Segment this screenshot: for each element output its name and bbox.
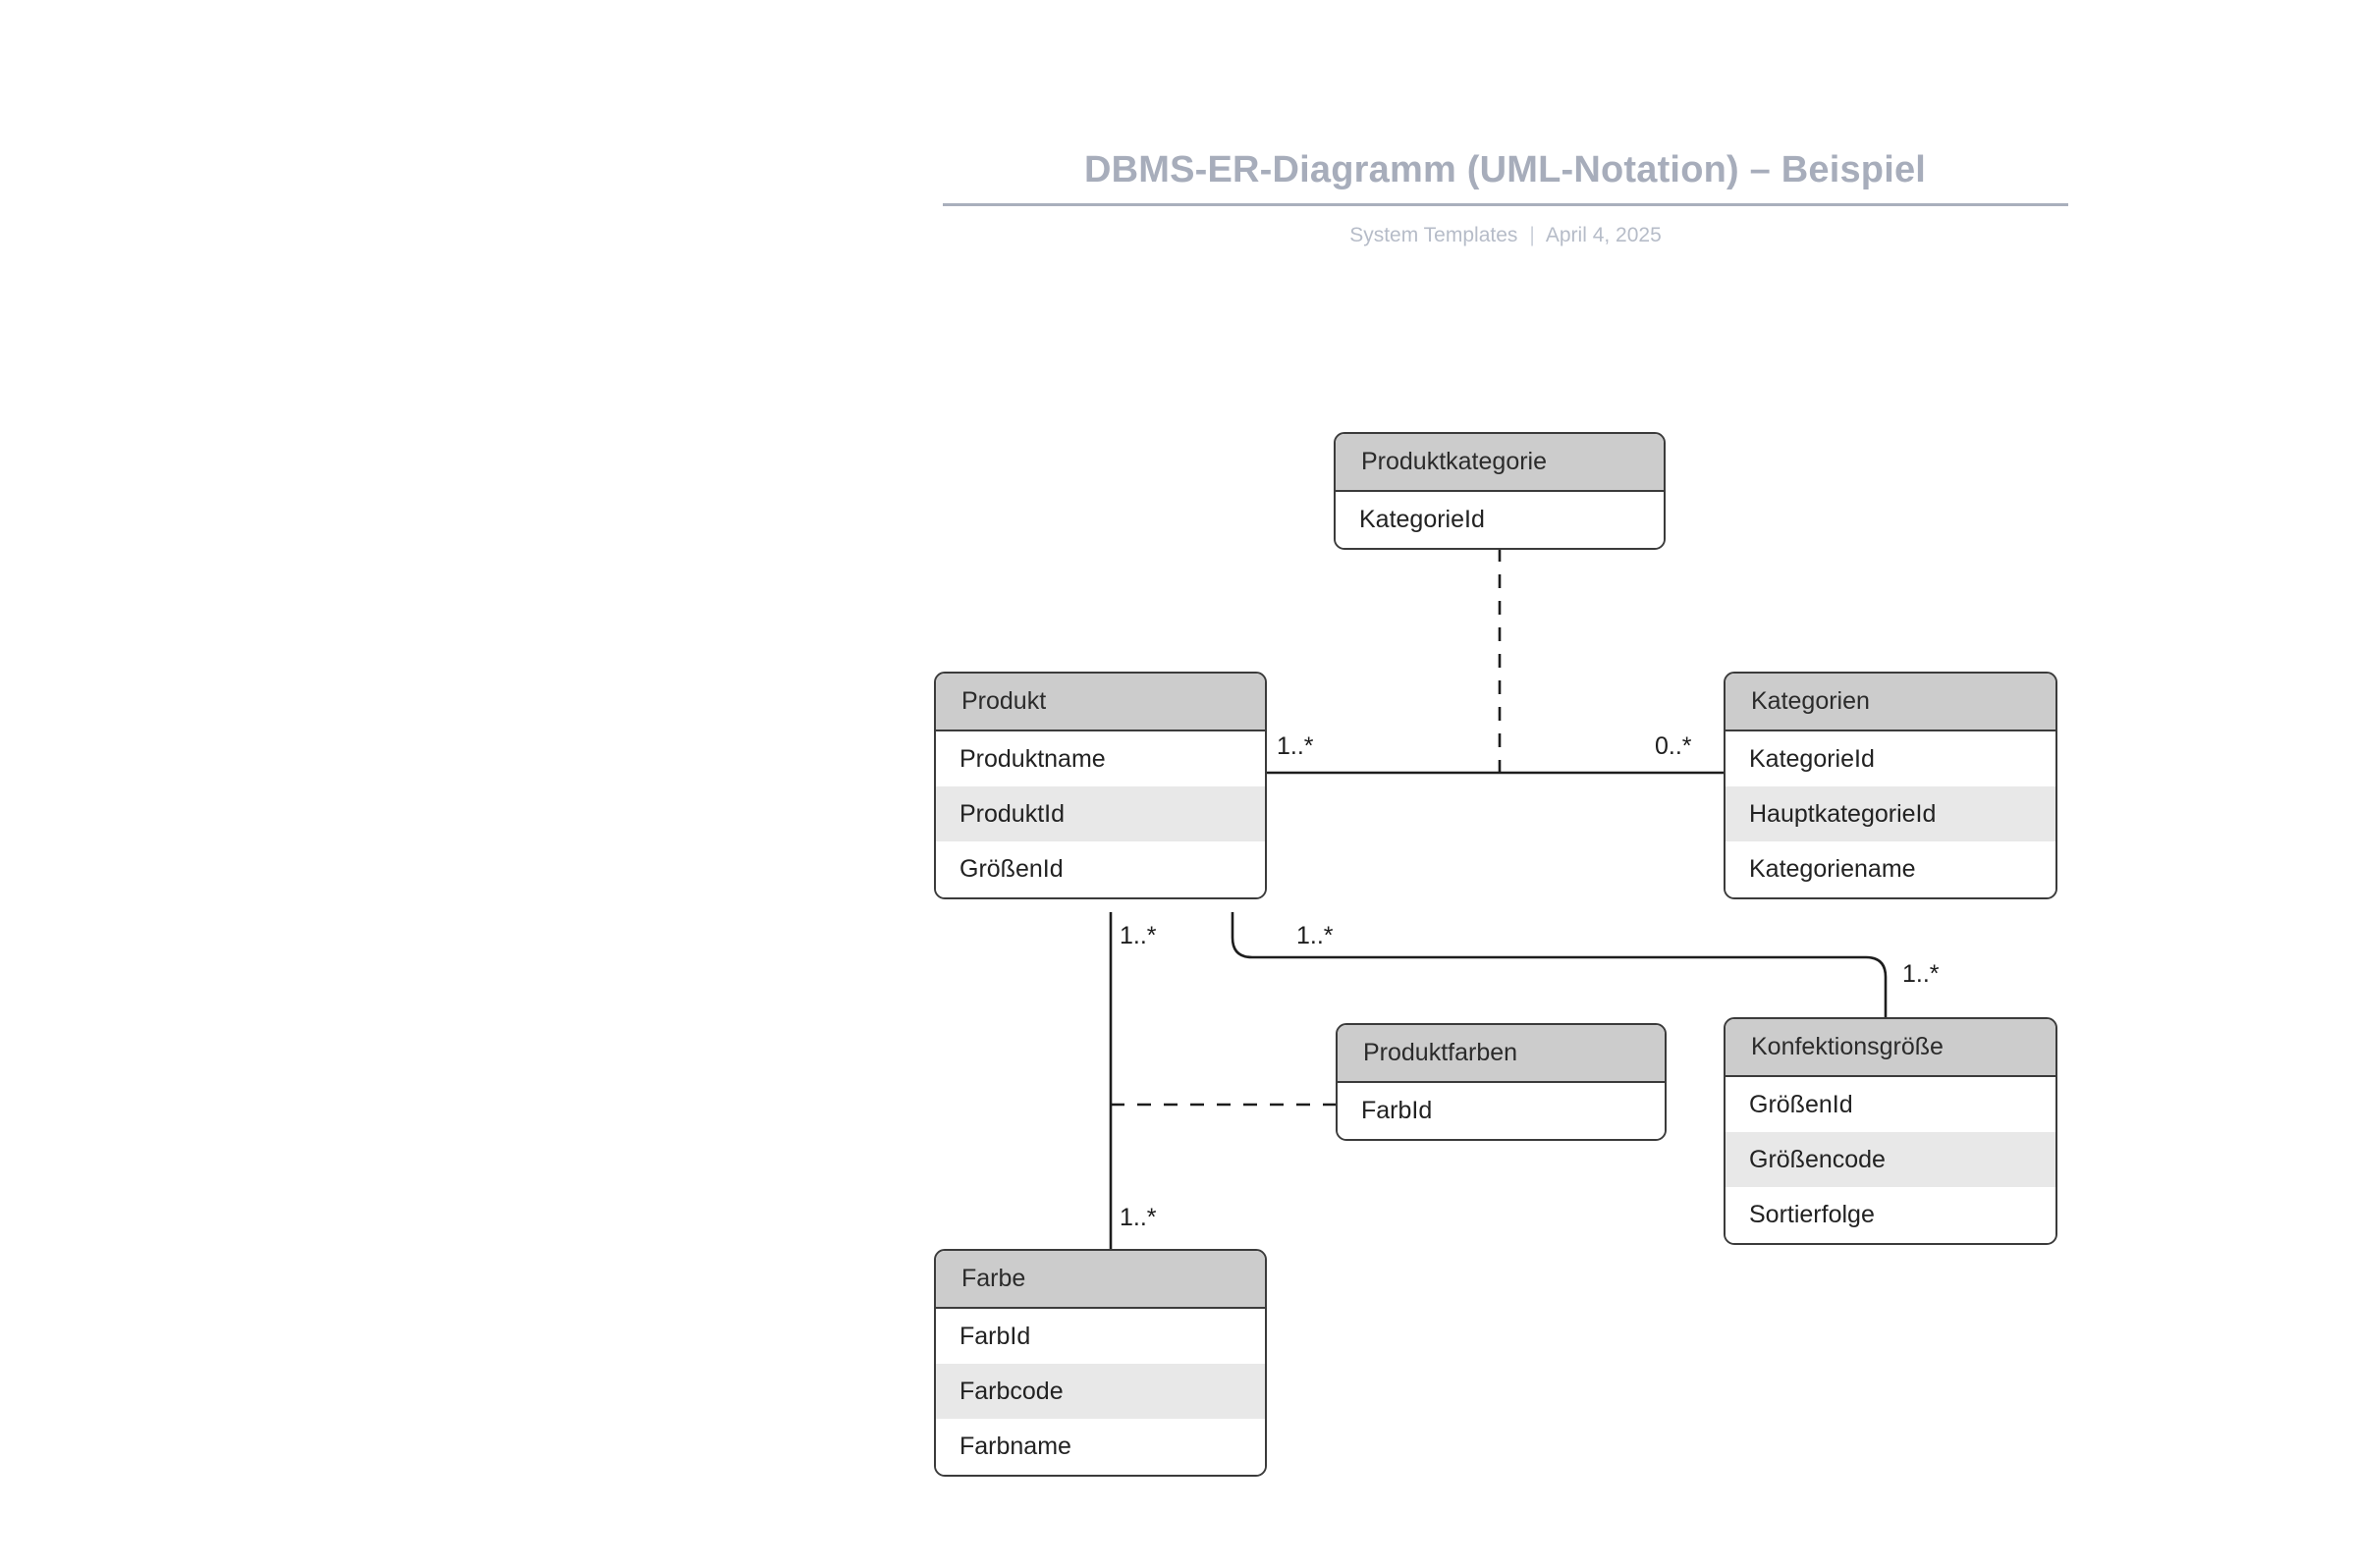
multiplicity-farbe-to-produkt: 1..* xyxy=(1120,1204,1157,1231)
entity-attribute-row: FarbId xyxy=(1338,1083,1665,1139)
entity-attribute-row: GrößenId xyxy=(936,841,1265,897)
entity-attribute-row: Farbcode xyxy=(936,1364,1265,1419)
entity-title-farbe: Farbe xyxy=(936,1251,1265,1309)
entity-attribute-row: KategorieId xyxy=(1726,731,2055,786)
entity-kategorien[interactable]: Kategorien KategorieId HauptkategorieId … xyxy=(1724,672,2057,899)
entity-farbe[interactable]: Farbe FarbId Farbcode Farbname xyxy=(934,1249,1267,1477)
entity-attribute-row: Farbname xyxy=(936,1419,1265,1475)
subtitle-separator: | xyxy=(1529,224,1535,246)
entity-attribute-row: KategorieId xyxy=(1336,492,1664,548)
entity-title-produktfarben: Produktfarben xyxy=(1338,1025,1665,1083)
multiplicity-produkt-to-farbe: 1..* xyxy=(1120,922,1157,949)
title-divider xyxy=(943,203,2068,206)
entity-title-kategorien: Kategorien xyxy=(1726,674,2055,731)
entity-produktfarben[interactable]: Produktfarben FarbId xyxy=(1336,1023,1667,1141)
entity-title-produktkategorie: Produktkategorie xyxy=(1336,434,1664,492)
multiplicity-kategorien-to-produkt: 0..* xyxy=(1655,732,1692,760)
entity-attribute-row: Sortierfolge xyxy=(1726,1187,2055,1243)
entity-attribute-row: Größencode xyxy=(1726,1132,2055,1187)
entity-attribute-row: ProduktId xyxy=(936,786,1265,841)
multiplicity-produkt-to-kategorien: 1..* xyxy=(1277,732,1314,760)
entity-title-produkt: Produkt xyxy=(936,674,1265,731)
entity-attribute-row: GrößenId xyxy=(1726,1077,2055,1132)
entity-title-konfektionsgroesse: Konfektionsgröße xyxy=(1726,1019,2055,1077)
entity-attribute-row: Kategoriename xyxy=(1726,841,2055,897)
entity-attribute-row: FarbId xyxy=(936,1309,1265,1364)
entity-produktkategorie[interactable]: Produktkategorie KategorieId xyxy=(1334,432,1666,550)
multiplicity-produkt-to-konfektionsgroesse: 1..* xyxy=(1296,922,1334,949)
entity-attribute-row: HauptkategorieId xyxy=(1726,786,2055,841)
entity-konfektionsgroesse[interactable]: Konfektionsgröße GrößenId Größencode Sor… xyxy=(1724,1017,2057,1245)
multiplicity-konfektionsgroesse-to-produkt: 1..* xyxy=(1902,960,1940,988)
subtitle-source: System Templates xyxy=(1349,224,1518,246)
entity-attribute-row: Produktname xyxy=(936,731,1265,786)
subtitle-date: April 4, 2025 xyxy=(1545,224,1662,246)
page-title: DBMS-ER-Diagramm (UML-Notation) – Beispi… xyxy=(1083,149,1927,190)
entity-produkt[interactable]: Produkt Produktname ProduktId GrößenId xyxy=(934,672,1267,899)
page-subtitle: System Templates | April 4, 2025 xyxy=(943,224,2068,247)
